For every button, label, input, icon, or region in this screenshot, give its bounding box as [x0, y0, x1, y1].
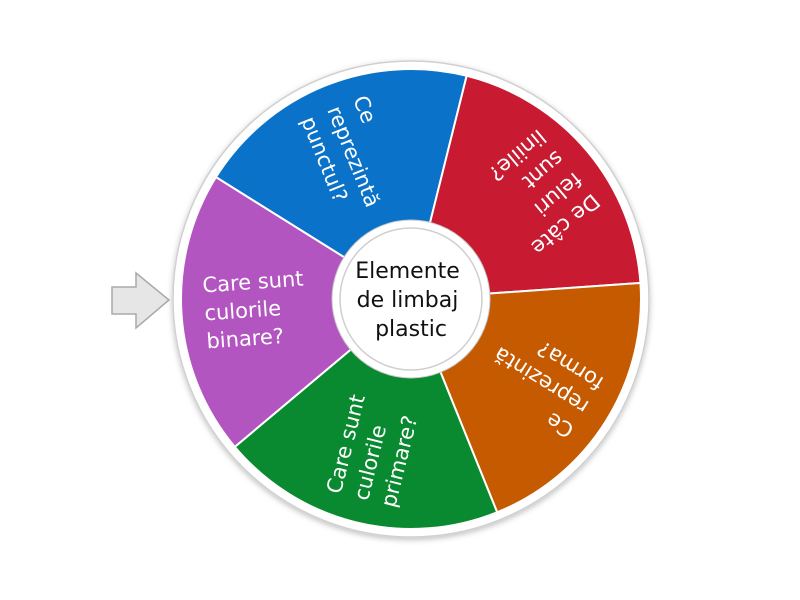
wheel-segment[interactable]	[409, 74, 642, 301]
center-label-line: de limbaj	[357, 288, 459, 313]
segment-label-line: culorile	[204, 296, 282, 325]
segment-label: Care suntculorilebinare?	[202, 266, 308, 353]
wheel[interactable]: Cereprezintăpunctul?De câtefelurisuntlin…	[172, 60, 650, 538]
segment-label-line: binare?	[206, 324, 285, 353]
center-label-line: plastic	[375, 317, 447, 342]
center-label-line: Elemente	[355, 259, 460, 284]
center-label: Elemente de limbaj plastic	[355, 259, 467, 342]
pointer-arrow-icon	[111, 271, 171, 330]
wheel-segment[interactable]	[180, 175, 413, 449]
center-hub[interactable]	[339, 227, 483, 371]
